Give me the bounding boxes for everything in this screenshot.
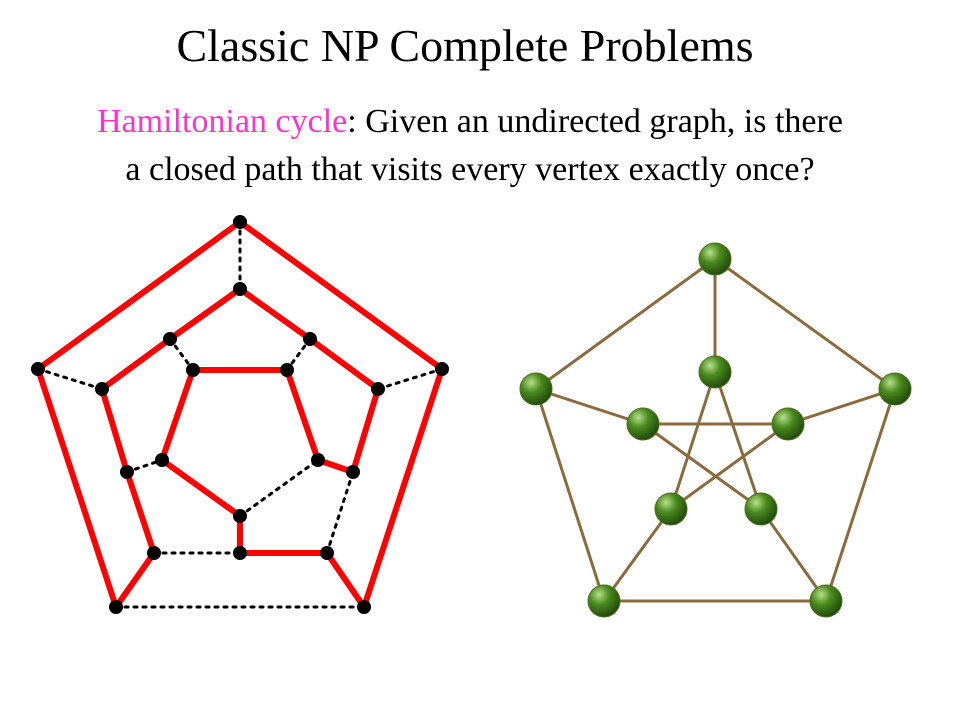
graph-vertex (147, 546, 161, 560)
graph-vertex (744, 492, 778, 526)
graph-vertex (280, 363, 294, 377)
graph-vertex (587, 584, 621, 618)
graph-vertex (120, 465, 134, 479)
graph-vertex (698, 355, 732, 389)
graph-vertex (346, 465, 360, 479)
graph-vertex (233, 282, 247, 296)
graph-vertex (233, 509, 247, 523)
graph-vertex (233, 215, 247, 229)
graph-vertex (109, 600, 123, 614)
graph-vertex (311, 453, 325, 467)
graph-vertex (155, 453, 169, 467)
graph-vertex (186, 363, 200, 377)
graph-vertex (163, 332, 177, 346)
non-cycle-edges (36, 220, 444, 609)
petersen-vertices (519, 242, 912, 618)
graph-vertex (519, 372, 553, 406)
graph-vertex (233, 546, 247, 560)
cycle-edges (35, 219, 445, 610)
graph-vertex (435, 362, 449, 376)
graph-vertex (320, 546, 334, 560)
graph-vertex (95, 382, 109, 396)
graph-vertex (31, 362, 45, 376)
graph-vertex (809, 584, 843, 618)
graph-vertex (878, 372, 912, 406)
graph-vertex (357, 600, 371, 614)
graph-vertex (303, 332, 317, 346)
definition-term: Hamiltonian cycle (97, 103, 348, 140)
graph-vertex (654, 492, 688, 526)
petersen-edges (534, 257, 897, 603)
definition-text: Hamiltonian cycle: Given an undirected g… (0, 98, 940, 194)
graph-vertex (626, 407, 660, 441)
graph-vertex (771, 407, 805, 441)
graph-vertex (698, 242, 732, 276)
definition-line1: : Given an undirected graph, is there (347, 103, 843, 140)
slide-title: Classic NP Complete Problems (176, 20, 754, 71)
graph-vertex (371, 382, 385, 396)
dodecahedron-vertices (31, 215, 449, 614)
definition-line2: a closed path that visits every vertex e… (125, 151, 815, 188)
